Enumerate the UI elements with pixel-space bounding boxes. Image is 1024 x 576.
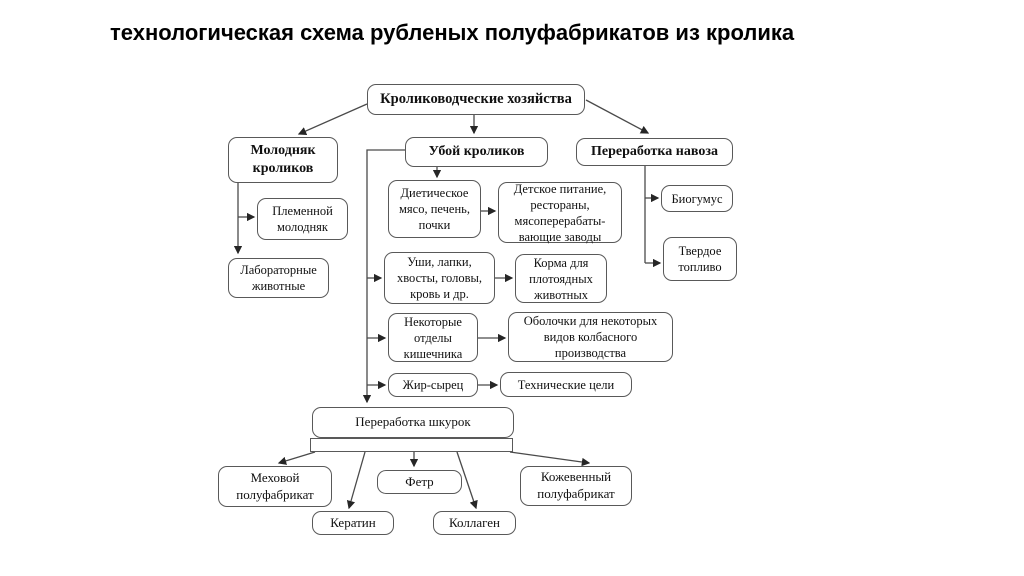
node-keratin: Кератин: [312, 511, 394, 535]
node-ears-paws-tails: Уши, лапки, хвосты, головы, кровь и др.: [384, 252, 495, 304]
node-solid-fuel: Твердое топливо: [663, 237, 737, 281]
node-carnivore-feed: Корма для плотоядных животных: [515, 254, 607, 303]
node-rabbit-farms: Кролиководческие хозяйства: [367, 84, 585, 115]
pelt-processing-connector-bar: [310, 438, 513, 452]
node-raw-fat: Жир-сырец: [388, 373, 478, 397]
node-sausage-casings: Оболочки для некоторых видов колбасного …: [508, 312, 673, 362]
node-intestine-sections: Некоторые отделы кишечника: [388, 313, 478, 362]
node-fur-semifinished: Меховой полуфабрикат: [218, 466, 332, 507]
node-manure-processing: Переработка навоза: [576, 138, 733, 166]
node-felt: Фетр: [377, 470, 462, 494]
diagram-title: технологическая схема рубленых полуфабри…: [110, 20, 795, 45]
node-young-rabbits: Молодняк кроликов: [228, 137, 338, 183]
node-baby-food-restaurants: Детское питание, рестораны, мясоперераба…: [498, 182, 622, 244]
node-leather-semifinished: Кожевенный полуфабрикат: [520, 466, 632, 506]
node-laboratory-animals: Лабораторные животные: [228, 258, 329, 298]
node-technical-purposes: Технические цели: [500, 372, 632, 397]
node-breeding-young: Племенной молодняк: [257, 198, 348, 240]
node-rabbit-slaughter: Убой кроликов: [405, 137, 548, 167]
node-pelt-processing: Переработка шкурок: [312, 407, 514, 438]
node-dietary-meat: Диетическое мясо, печень, почки: [388, 180, 481, 238]
node-biohumus: Биогумус: [661, 185, 733, 212]
node-collagen: Коллаген: [433, 511, 516, 535]
